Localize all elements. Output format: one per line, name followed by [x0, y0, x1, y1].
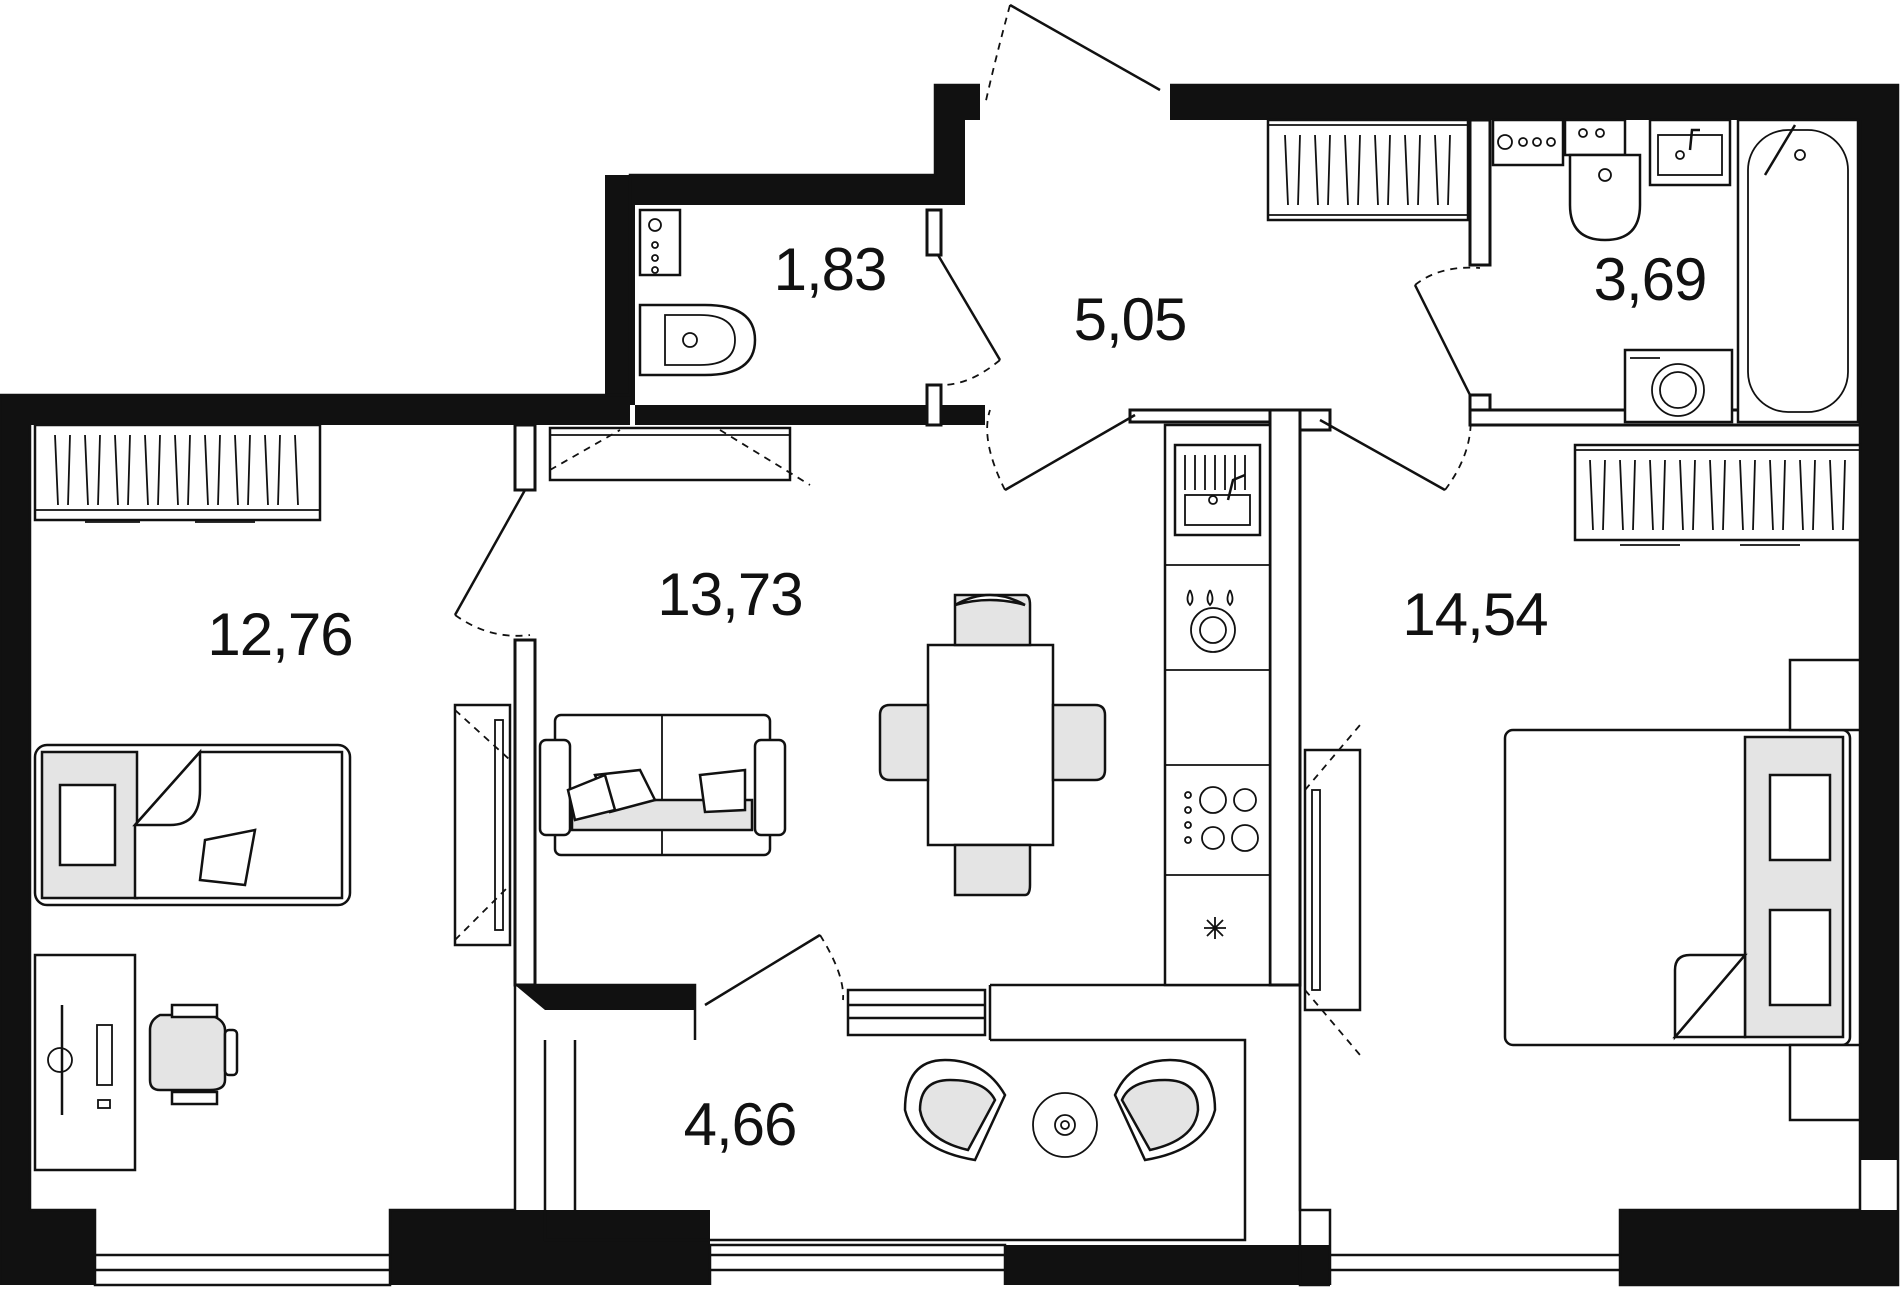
- ac-unit: [548, 426, 811, 486]
- area-label-wc: 1,83: [774, 236, 887, 303]
- doors: [453, 3, 1481, 1007]
- bathroom-fixtures: [1491, 118, 1860, 424]
- area-label-bathroom: 3,69: [1594, 246, 1707, 313]
- wardrobe-bedroom-1: [33, 423, 322, 523]
- kitchen-fixtures: [1163, 423, 1272, 987]
- bed-1: [33, 743, 352, 907]
- area-label-loggia: 4,66: [684, 1091, 797, 1158]
- desk: [33, 953, 239, 1172]
- area-label-bedroom-2: 14,54: [1402, 581, 1547, 648]
- area-label-bedroom-1: 12,76: [207, 601, 352, 668]
- wardrobe-bedroom-2: [1573, 443, 1862, 546]
- loggia-furniture: [903, 1058, 1217, 1162]
- dining-set: [878, 593, 1107, 897]
- area-label-living-kitchen: 13,73: [657, 561, 802, 628]
- tv-bedroom: [1303, 724, 1362, 1056]
- outer-walls: [0, 85, 1898, 1285]
- bed-2: [1503, 658, 1862, 1122]
- wc-fixtures: [638, 208, 757, 377]
- wall-outlines: [0, 83, 1900, 1287]
- tv-living: [453, 703, 512, 947]
- sofa: [538, 713, 787, 857]
- area-label-hall: 5,05: [1074, 286, 1187, 353]
- interior-walls: [513, 118, 1862, 987]
- wardrobe-hall: [1266, 118, 1470, 222]
